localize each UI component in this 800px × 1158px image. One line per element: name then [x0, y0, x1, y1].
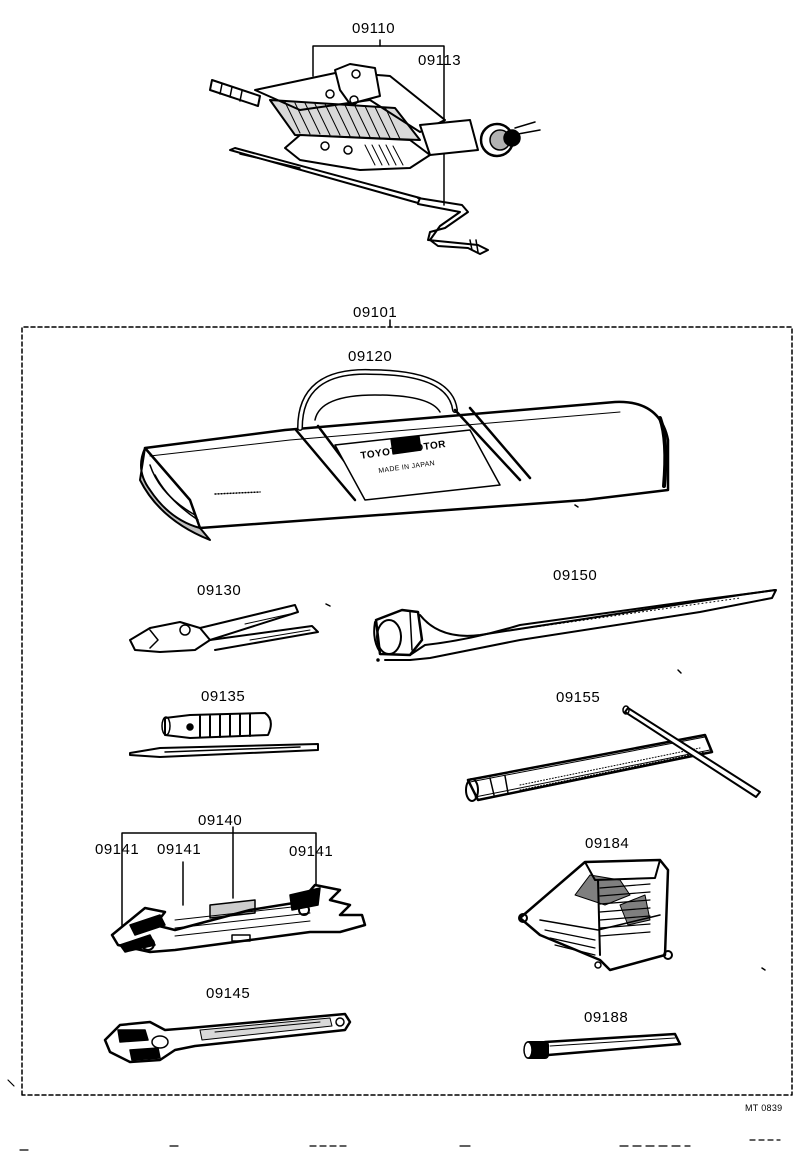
lug-wrench-icon [373, 589, 777, 674]
label-adjustable-wrench: 09145 [206, 985, 251, 1002]
scissor-jack-icon [209, 63, 541, 171]
jack-handle-icon [229, 147, 489, 255]
label-wrench-c: 09141 [289, 843, 334, 860]
screwdriver-icon [129, 712, 319, 758]
label-plug-wrench: 09155 [556, 689, 601, 706]
extension-bar-icon [523, 1032, 682, 1059]
label-jack-assembly: 09110 [352, 20, 396, 37]
wrench-set-leader-lines [121, 826, 317, 931]
label-tool-set: 09101 [353, 304, 398, 321]
pliers-icon [129, 603, 331, 653]
adjustable-wrench-icon [103, 1012, 352, 1064]
label-wrench-b: 09141 [157, 841, 202, 858]
double-end-wrench-icon [110, 883, 367, 954]
label-wrench-a: 09141 [95, 841, 140, 858]
label-screwdriver: 09135 [201, 688, 246, 705]
plug-wrench-icon [465, 705, 761, 802]
label-pliers: 09130 [197, 582, 242, 599]
label-wrench-set: 09140 [198, 812, 243, 829]
label-tool-bag: 09120 [348, 348, 393, 365]
tool-set-outline [21, 326, 793, 1096]
tool-bag-icon [139, 368, 670, 541]
label-lug-wrench: 09150 [553, 567, 598, 584]
scan-specks [7, 1079, 781, 1151]
label-jack-handle: 09113 [418, 52, 462, 69]
figure-code: MT 0839 [745, 1103, 783, 1113]
label-extension-bar: 09188 [584, 1009, 629, 1026]
wheel-chock-icon [518, 858, 766, 972]
label-wheel-chock: 09184 [585, 835, 630, 852]
